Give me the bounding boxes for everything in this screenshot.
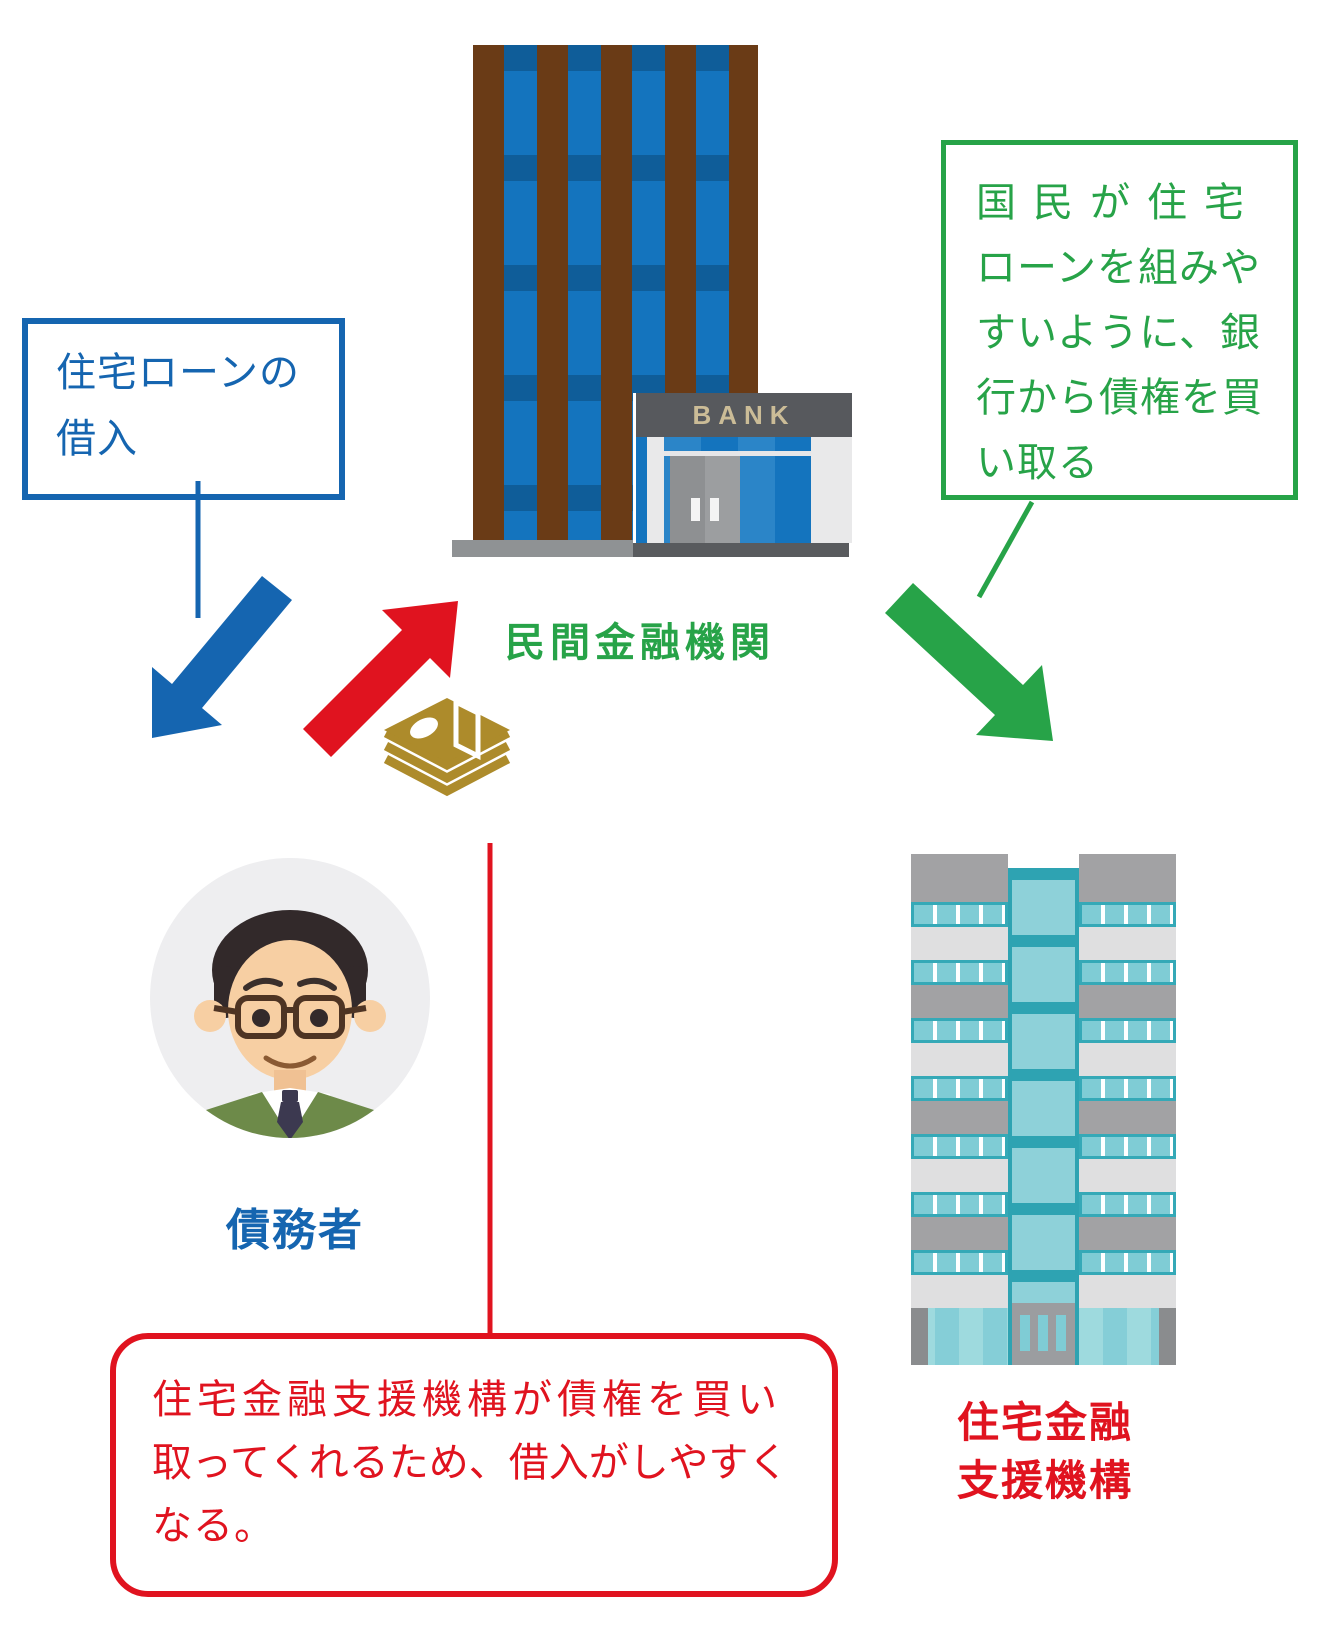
bank-label: 民間金融機関 bbox=[505, 621, 775, 665]
bank-annex-base bbox=[633, 543, 849, 557]
purchase-callout-box: 国民が住宅 ローンを組みや すいように、銀 行から債権を買 い取る bbox=[941, 140, 1298, 500]
door-panel-right bbox=[705, 456, 740, 543]
benefit-callout-line: 住宅金融支援機構が債権を買い bbox=[152, 1378, 782, 1422]
door-handle-icon bbox=[710, 498, 719, 521]
debtor-avatar bbox=[150, 858, 430, 1138]
agency-left-wing bbox=[911, 854, 1008, 1365]
agency-doors bbox=[1020, 1315, 1066, 1351]
money-stack-icon bbox=[372, 672, 522, 800]
bank-annex-illustration: BANK bbox=[633, 393, 852, 543]
entrance-post bbox=[1159, 1308, 1176, 1365]
entrance-post bbox=[911, 1308, 928, 1365]
loan-callout-line: 借入 bbox=[56, 417, 138, 461]
benefit-callout-line: 取ってくれるため、借入がしやすく bbox=[152, 1441, 789, 1485]
purchase-box-connector bbox=[976, 500, 1035, 599]
agency-entrance bbox=[1012, 1303, 1075, 1365]
door-panel-left bbox=[670, 456, 705, 543]
purchase-callout-line: 国民が住宅 bbox=[976, 181, 1261, 225]
benefit-callout-box: 住宅金融支援機構が債権を買い 取ってくれるため、借入がしやすく なる。 bbox=[110, 1333, 838, 1597]
blue-arrow-icon bbox=[152, 576, 292, 738]
bank-storefront bbox=[636, 437, 852, 543]
loan-callout-box: 住宅ローンの 借入 bbox=[22, 318, 345, 500]
purchase-callout-line: ローンを組みや bbox=[976, 246, 1261, 290]
agency-right-wing bbox=[1079, 854, 1176, 1365]
bank-sign: BANK bbox=[636, 393, 852, 437]
door-handle-icon bbox=[691, 498, 700, 521]
bank-door bbox=[670, 456, 740, 543]
purchase-callout-line: すいように、銀 bbox=[976, 311, 1261, 355]
agency-label-line: 支援機構 bbox=[956, 1457, 1133, 1504]
purchase-callout-line: 行から債権を買 bbox=[976, 376, 1263, 420]
storefront-pillar-left bbox=[647, 437, 664, 543]
debtor-label: 債務者 bbox=[226, 1206, 364, 1255]
agency-label: 住宅金融 支援機構 bbox=[905, 1394, 1185, 1510]
benefit-callout-line: なる。 bbox=[152, 1504, 275, 1548]
storefront-glass-strip bbox=[636, 437, 647, 543]
loan-callout-line: 住宅ローンの bbox=[56, 351, 300, 395]
purchase-callout-line: い取る bbox=[976, 441, 1099, 485]
agency-label-line: 住宅金融 bbox=[956, 1399, 1133, 1446]
storefront-glass bbox=[664, 437, 811, 543]
debtor-face-icon bbox=[186, 910, 394, 1138]
agency-glass-column bbox=[1008, 868, 1079, 1365]
green-arrow-icon bbox=[885, 583, 1053, 741]
agency-building-illustration bbox=[911, 854, 1176, 1365]
bank-sidewalk bbox=[452, 540, 642, 557]
storefront-pillar-right bbox=[811, 437, 852, 543]
